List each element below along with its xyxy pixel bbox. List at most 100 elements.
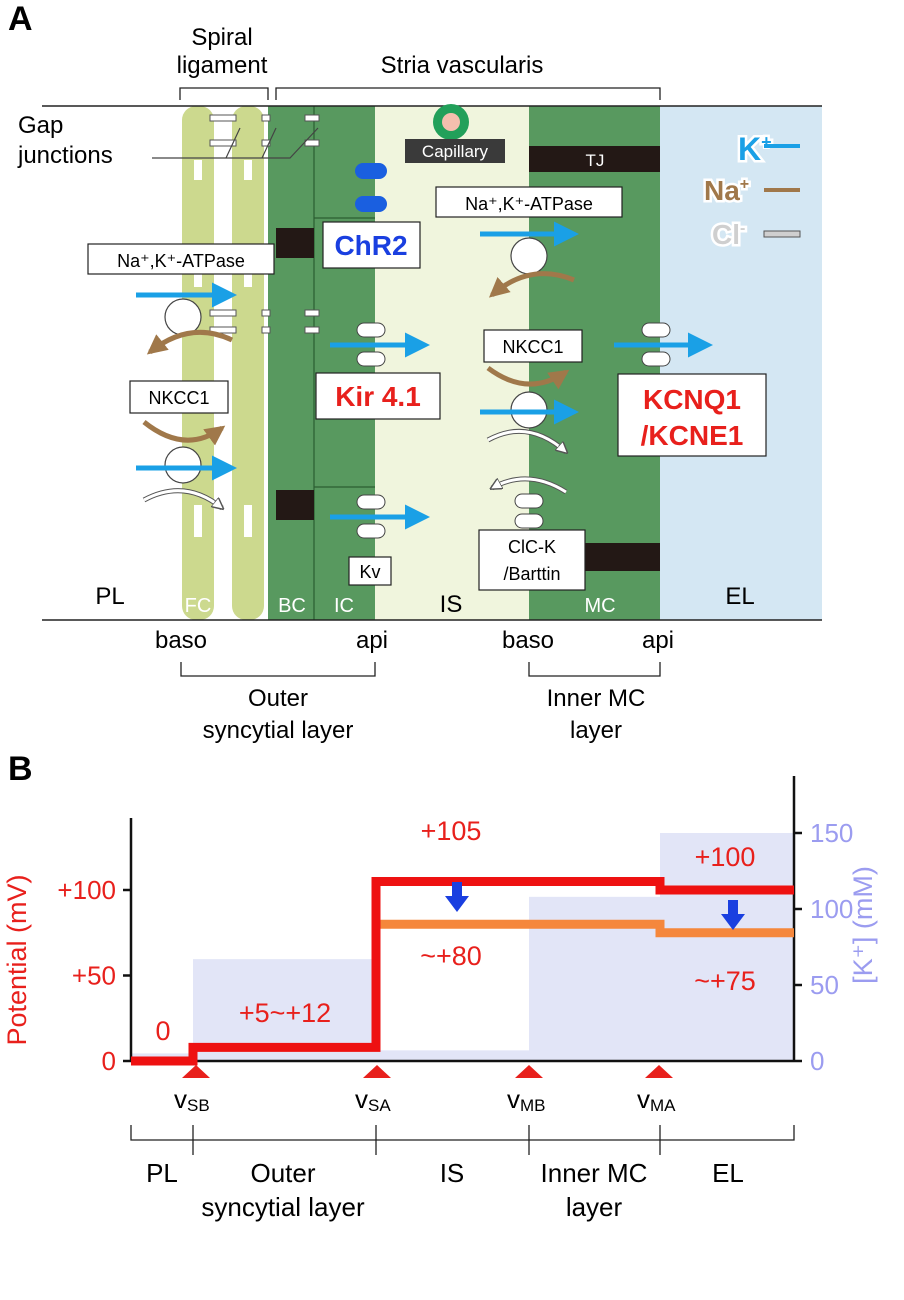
compartment-el: EL [712, 1158, 744, 1188]
right-tick-label-2: 100 [810, 894, 853, 924]
boundary-markers [182, 1065, 673, 1078]
kv-label: Kv [359, 562, 380, 582]
stria-vascularis-bracket [275, 87, 661, 100]
boundary-sb-label: vSB [174, 1084, 210, 1115]
nkcc1-left-transporter [164, 446, 202, 484]
chr2-label: ChR2 [334, 230, 407, 261]
clck-label-2: /Barttin [503, 564, 560, 584]
fibrocyte-column-left [182, 106, 214, 620]
boundary-sa-label: vSA [355, 1084, 391, 1115]
y-left-label: Potential (mV) [2, 874, 32, 1045]
kir41-label-box [315, 372, 441, 420]
kcnq1-label-2: /KCNE1 [641, 420, 744, 451]
inner-mc-bracket [528, 662, 661, 677]
region-el: EL [725, 583, 754, 610]
baso-label-right: baso [502, 627, 554, 654]
region-mc: MC [584, 595, 615, 617]
legend-cl: Cl- [712, 219, 745, 250]
value-label-75: ~+75 [694, 966, 756, 996]
spiral-ligament-label-2: ligament [177, 52, 268, 79]
value-label-0: 0 [155, 1016, 170, 1046]
clck-channel-icon [514, 493, 544, 529]
tj-label: TJ [586, 151, 605, 170]
left-tick-label-2: +100 [57, 875, 116, 905]
chr2-channel-icon [355, 163, 387, 212]
left-tick-label-0: 0 [102, 1046, 116, 1076]
region-is: IS [440, 591, 463, 618]
inner-mc-label-1: Inner MC [547, 685, 646, 712]
k-bar-2 [376, 1050, 529, 1061]
boundary-mb-marker [515, 1065, 543, 1078]
nkcc1-right-box [483, 329, 583, 363]
legend-k: K+ [738, 131, 772, 167]
right-ticks: 0 50 100 150 [794, 818, 853, 1076]
value-label-105: +105 [421, 816, 482, 846]
panel-b-label: B [8, 750, 33, 788]
api-label-left: api [356, 627, 388, 654]
tight-junction-mc-top [529, 146, 660, 172]
boundary-ma-marker [645, 1065, 673, 1078]
compartment-outer-2: syncytial layer [201, 1192, 365, 1222]
gap-junctions-label-1: Gap [18, 112, 63, 139]
gap-junction-necks [209, 114, 320, 334]
boundary-mb-label: vMB [507, 1084, 546, 1115]
down-arrow-is-icon [445, 882, 469, 912]
kir41-channel-icon [356, 322, 386, 367]
na-arrow-mc-2 [486, 365, 570, 390]
kv-label-box [348, 556, 392, 586]
inner-mc-label-2: layer [570, 717, 622, 744]
potential-line-control [131, 876, 794, 1066]
k-bar-4 [660, 833, 794, 1061]
spiral-ligament-bracket [179, 87, 269, 100]
compartment-bracket [130, 1125, 795, 1155]
na-k-atpase-left-label: Na⁺,K⁺-ATPase [117, 251, 245, 271]
panel-a-label: A [8, 0, 33, 38]
region-ic: IC [334, 595, 354, 617]
compartment-inner-2: layer [566, 1192, 623, 1222]
capillary-label: Capillary [422, 142, 489, 161]
cl-arrow-left-inner [143, 489, 222, 508]
na-k-atpase-left-box [87, 243, 275, 275]
outer-syncytial-bracket [180, 662, 376, 677]
region-bc: BC [278, 595, 306, 617]
stria-vascularis-label: Stria vascularis [381, 52, 544, 79]
api-label-right: api [642, 627, 674, 654]
tight-junction-bc-lower [276, 490, 314, 520]
value-label-80: ~+80 [420, 941, 482, 971]
potential-line-chr2 [376, 919, 794, 938]
gap-junctions-leader-3 [261, 127, 277, 159]
boundary-ma-label: vMA [637, 1084, 676, 1115]
capillary-icon [433, 104, 469, 140]
na-arrow-mc-1 [488, 271, 575, 298]
compartment-inner-1: Inner MC [541, 1158, 648, 1188]
tight-junction-bc-upper [276, 228, 314, 258]
right-tick-label-0: 0 [810, 1046, 824, 1076]
kcnq1-label-1: KCNQ1 [643, 384, 741, 415]
compartment-outer-1: Outer [250, 1158, 315, 1188]
atpase-right-pump [510, 237, 548, 275]
outer-syncytial-label-1: Outer [248, 685, 308, 712]
boundary-sa-marker [363, 1065, 391, 1078]
nkcc1-left-box [129, 380, 229, 414]
region-pl: PL [95, 583, 124, 610]
spiral-ligament-label-1: Spiral [191, 24, 252, 51]
right-tick-label-3: 150 [810, 818, 853, 848]
left-ticks: 0+50+100 [57, 875, 131, 1076]
right-tick-label-1: 50 [810, 970, 839, 1000]
y-right-label: [K⁺] (mM) [848, 866, 878, 984]
capillary-label-box [405, 139, 505, 163]
kir41-label: Kir 4.1 [335, 381, 421, 412]
legend-cl-line [763, 230, 801, 238]
kcnq1-label-box [617, 373, 767, 457]
cl-arrow-mc-2-inner [492, 477, 567, 494]
gap-junctions-label-2: junctions [17, 142, 113, 169]
kcnq1-channel-icon [641, 322, 671, 367]
nkcc1-left-label: NKCC1 [148, 388, 209, 408]
clck-label-1: ClC-K [508, 537, 556, 557]
chr2-label-box [322, 221, 421, 269]
compartment-pl: PL [146, 1158, 178, 1188]
down-arrow-el-icon [721, 900, 745, 930]
compartment-is: IS [440, 1158, 465, 1188]
na-k-atpase-right-box [435, 186, 623, 218]
